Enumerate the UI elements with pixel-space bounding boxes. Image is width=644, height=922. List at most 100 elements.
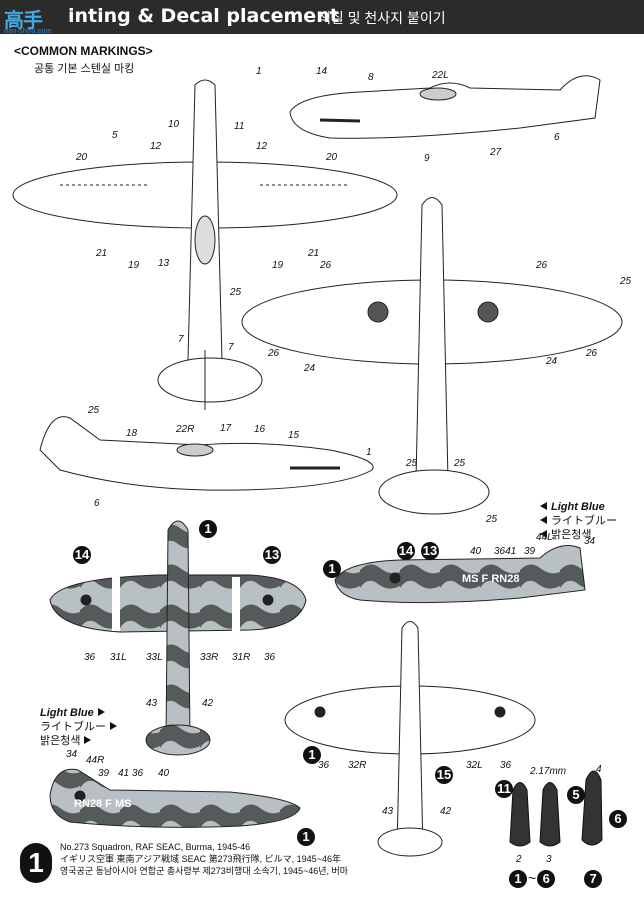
callout: 26 — [586, 348, 598, 359]
badge-sep: ~ — [528, 870, 537, 886]
scheme-caption: No.273 Squadron, RAF SEAC, Burma, 1945-4… — [60, 841, 348, 877]
site-url[interactable]: nan-shou.com — [4, 28, 52, 35]
marker-badge: 13 — [263, 546, 281, 564]
callout: 34 — [584, 536, 596, 547]
legend-light-blue-left: Light Blue ライトブルー 밝은청색 34 — [40, 706, 117, 762]
marker-badge: 6 — [609, 810, 627, 828]
callout: 36 — [264, 652, 276, 663]
marker-badge: 13 — [421, 542, 439, 560]
callout: 25 — [88, 405, 100, 416]
common-markings-subtitle: 공통 기본 스텐실 마킹 — [34, 63, 135, 75]
callout: 22R — [176, 424, 195, 435]
caption-en: No.273 Squadron, RAF SEAC, Burma, 1945-4… — [60, 842, 251, 852]
legend-label: ライトブルー — [40, 721, 106, 733]
callout: 20 — [76, 152, 88, 163]
caption-ja: イギリス空軍 東南アジア戦域 SEAC 第273飛行隊, ビルマ, 1945~4… — [60, 854, 341, 864]
marker-badge: 5 — [567, 786, 585, 804]
callout: 31R — [232, 652, 251, 663]
legend-label: Light Blue — [40, 707, 94, 719]
callout: 5 — [112, 130, 118, 141]
callout: 25 — [486, 514, 498, 525]
callout: 18 — [126, 428, 138, 439]
legend-label: 밝은청색 — [551, 529, 592, 541]
callout: 36 — [500, 760, 512, 771]
scheme-number-badge: 1 — [20, 843, 52, 883]
callout: 12 — [150, 141, 162, 152]
callout: 1 — [366, 447, 372, 458]
callout: 25 — [620, 276, 632, 287]
aircraft-code-right: MS F RN28 — [462, 573, 520, 585]
legend-code: 34 — [66, 749, 78, 760]
callout: 15 — [288, 430, 300, 441]
camo-side-view-aircraft-left — [49, 768, 301, 828]
under-view-aircraft — [241, 197, 623, 515]
callout: 42 — [440, 806, 452, 817]
callout: 42 — [202, 698, 214, 709]
callout: 26 — [320, 260, 332, 271]
callout: 12 — [256, 141, 268, 152]
callout: 6 — [554, 132, 560, 143]
legend-label: ライトブルー — [551, 515, 617, 527]
marker-badge: 1 — [323, 560, 341, 578]
callout: 21 — [96, 248, 108, 259]
callout: 17 — [220, 423, 232, 434]
callout: 13 — [158, 258, 170, 269]
marker-badge: 14 — [397, 542, 415, 560]
callout: 16 — [254, 424, 266, 435]
callout: 36 — [84, 652, 96, 663]
propeller-label: 4 — [596, 764, 602, 775]
callout: 32R — [348, 760, 367, 771]
callout: 25 — [230, 287, 242, 298]
callout: 39 — [524, 546, 536, 557]
callout: 21 — [308, 248, 320, 259]
page-title-korean: 색칠 및 천사지 붙이기 — [318, 10, 446, 26]
callout: 9 — [424, 153, 430, 164]
callout: 44R — [86, 755, 105, 766]
callout: 40 — [158, 768, 170, 779]
badge: 7 — [584, 870, 603, 888]
callout: 26 — [268, 348, 280, 359]
callout: 27 — [490, 147, 502, 158]
camo-top-view-aircraft — [49, 520, 307, 756]
header-bar: 高手 inting & Decal placement 색칠 및 천사지 붙이기 — [0, 0, 644, 34]
propeller-badges: 1~6 7 — [508, 870, 603, 888]
callout: 36 — [132, 768, 144, 779]
marker-badge: 1 — [199, 520, 217, 538]
callout: 26 — [536, 260, 548, 271]
callout: 22L — [432, 70, 449, 81]
page-title: inting & Decal placement — [68, 5, 339, 27]
callout: 40 — [470, 546, 482, 557]
callout: 8 — [368, 72, 374, 83]
caption-kr: 영국공군 동남아시아 연합군 총사령부 제273비행대 소속기, 1945~46… — [60, 866, 349, 876]
under-view-aircraft-2 — [284, 621, 536, 857]
callout: 25 — [406, 458, 418, 469]
aircraft-code-left: RN28 F MS — [74, 798, 132, 810]
common-markings-title: <COMMON MARKINGS> — [14, 44, 153, 58]
marker-badge: 15 — [435, 766, 453, 784]
marker-badge: 14 — [73, 546, 91, 564]
callout: 43 — [146, 698, 158, 709]
callout: 3641 — [494, 546, 517, 557]
callout: 32L — [466, 760, 483, 771]
propeller-blades — [509, 770, 603, 847]
callout: 24 — [304, 363, 316, 374]
propeller-dimension: 2.17mm — [530, 766, 567, 777]
side-view-aircraft-2 — [39, 416, 374, 491]
callout: 10 — [168, 119, 180, 130]
callout: 36 — [318, 760, 330, 771]
legend-label: 밝은청색 — [40, 735, 81, 747]
marker-badge: 1 — [303, 746, 321, 764]
callout: 7 — [178, 334, 184, 345]
callout: 14 — [316, 66, 328, 77]
callout: 25 — [454, 458, 466, 469]
marker-badge: 11 — [495, 780, 513, 798]
badge: 6 — [537, 870, 556, 888]
callout: 41 — [118, 768, 130, 779]
legend-label: Light Blue — [551, 501, 605, 513]
side-view-aircraft-1 — [289, 75, 601, 139]
marker-badge: 1 — [297, 828, 315, 846]
callout: 6 — [94, 498, 100, 509]
propeller-label: 2 — [516, 854, 522, 865]
site-logo[interactable]: 高手 — [4, 8, 43, 32]
